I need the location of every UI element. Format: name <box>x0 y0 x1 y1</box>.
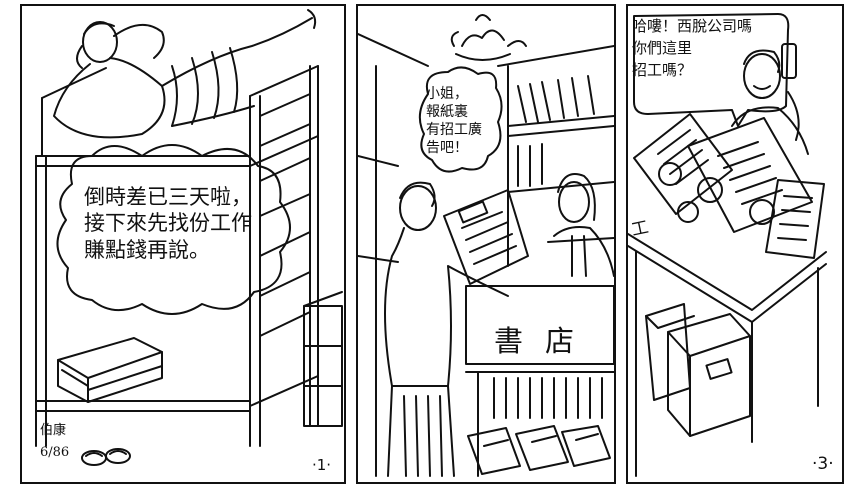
speech-line: 招工嗎？ <box>632 60 693 79</box>
signature-date: 6/86 <box>40 445 70 461</box>
slippers <box>81 448 131 466</box>
cardboard-box <box>667 313 751 437</box>
comic-panel-1: 倒時差已三天啦， 接下來先找份工作 賺點錢再說。 伯康 6/86 ·1· <box>20 4 346 484</box>
speech-line: 賺點錢再說。 <box>84 237 210 262</box>
magazines <box>467 425 611 475</box>
man-reading-newspaper <box>384 181 509 477</box>
speech-line: 哈嘍！西脫公司嗎 <box>632 17 753 35</box>
bookstore-counter <box>465 285 614 477</box>
artist-signature: 伯康 6/86 <box>40 420 69 464</box>
panel-number-3: ·3· <box>812 454 834 474</box>
desk <box>628 233 827 477</box>
comic-panel-2: 小姐， 報紙裏 有招工廣 告吧！ 書店 <box>356 4 616 484</box>
speech-bubble-1 <box>56 144 291 315</box>
hanging-plant <box>450 14 527 61</box>
speech-bubble-3 <box>633 13 790 127</box>
signature-name: 伯康 <box>40 423 67 438</box>
bookshelves <box>358 33 614 477</box>
man-lying-on-bunk <box>53 9 317 139</box>
panel-number-1: ·1· <box>312 456 332 474</box>
speech-line: 倒時差已三天啦， <box>84 185 252 209</box>
speech-text-2: 小姐， 報紙裏 有招工廣 告吧！ <box>426 86 482 158</box>
speech-line: 你們這里 <box>632 38 693 57</box>
folded-blankets <box>57 337 163 403</box>
side-cabinet <box>303 291 343 427</box>
newspaper <box>443 189 529 285</box>
speech-text-1: 倒時差已三天啦， 接下來先找份工作 賺點錢再說。 <box>84 184 252 263</box>
speech-line: 小姐， <box>426 86 468 102</box>
speech-line: 告吧！ <box>426 139 468 156</box>
speech-bubble-2 <box>418 66 503 173</box>
spread-newspapers <box>633 113 825 259</box>
shop-clerk <box>547 173 614 277</box>
comic-panel-3: 哈嘍！西脫公司嗎 你們這里 招工嗎？ 工 ·3· <box>626 4 844 484</box>
speech-line: 接下來先找份工作 <box>84 211 252 236</box>
man-on-phone <box>731 43 809 155</box>
speech-line: 有招工廣 <box>426 121 482 138</box>
speech-line: 報紙裏 <box>426 103 468 120</box>
panel-2-illustration <box>358 14 614 477</box>
speech-text-3: 哈嘍！西脫公司嗎 你們這里 招工嗎？ <box>632 16 752 81</box>
panel-1-illustration <box>35 9 343 466</box>
panel-3-illustration <box>628 13 827 477</box>
bookstore-sign: 書店 <box>494 324 597 358</box>
